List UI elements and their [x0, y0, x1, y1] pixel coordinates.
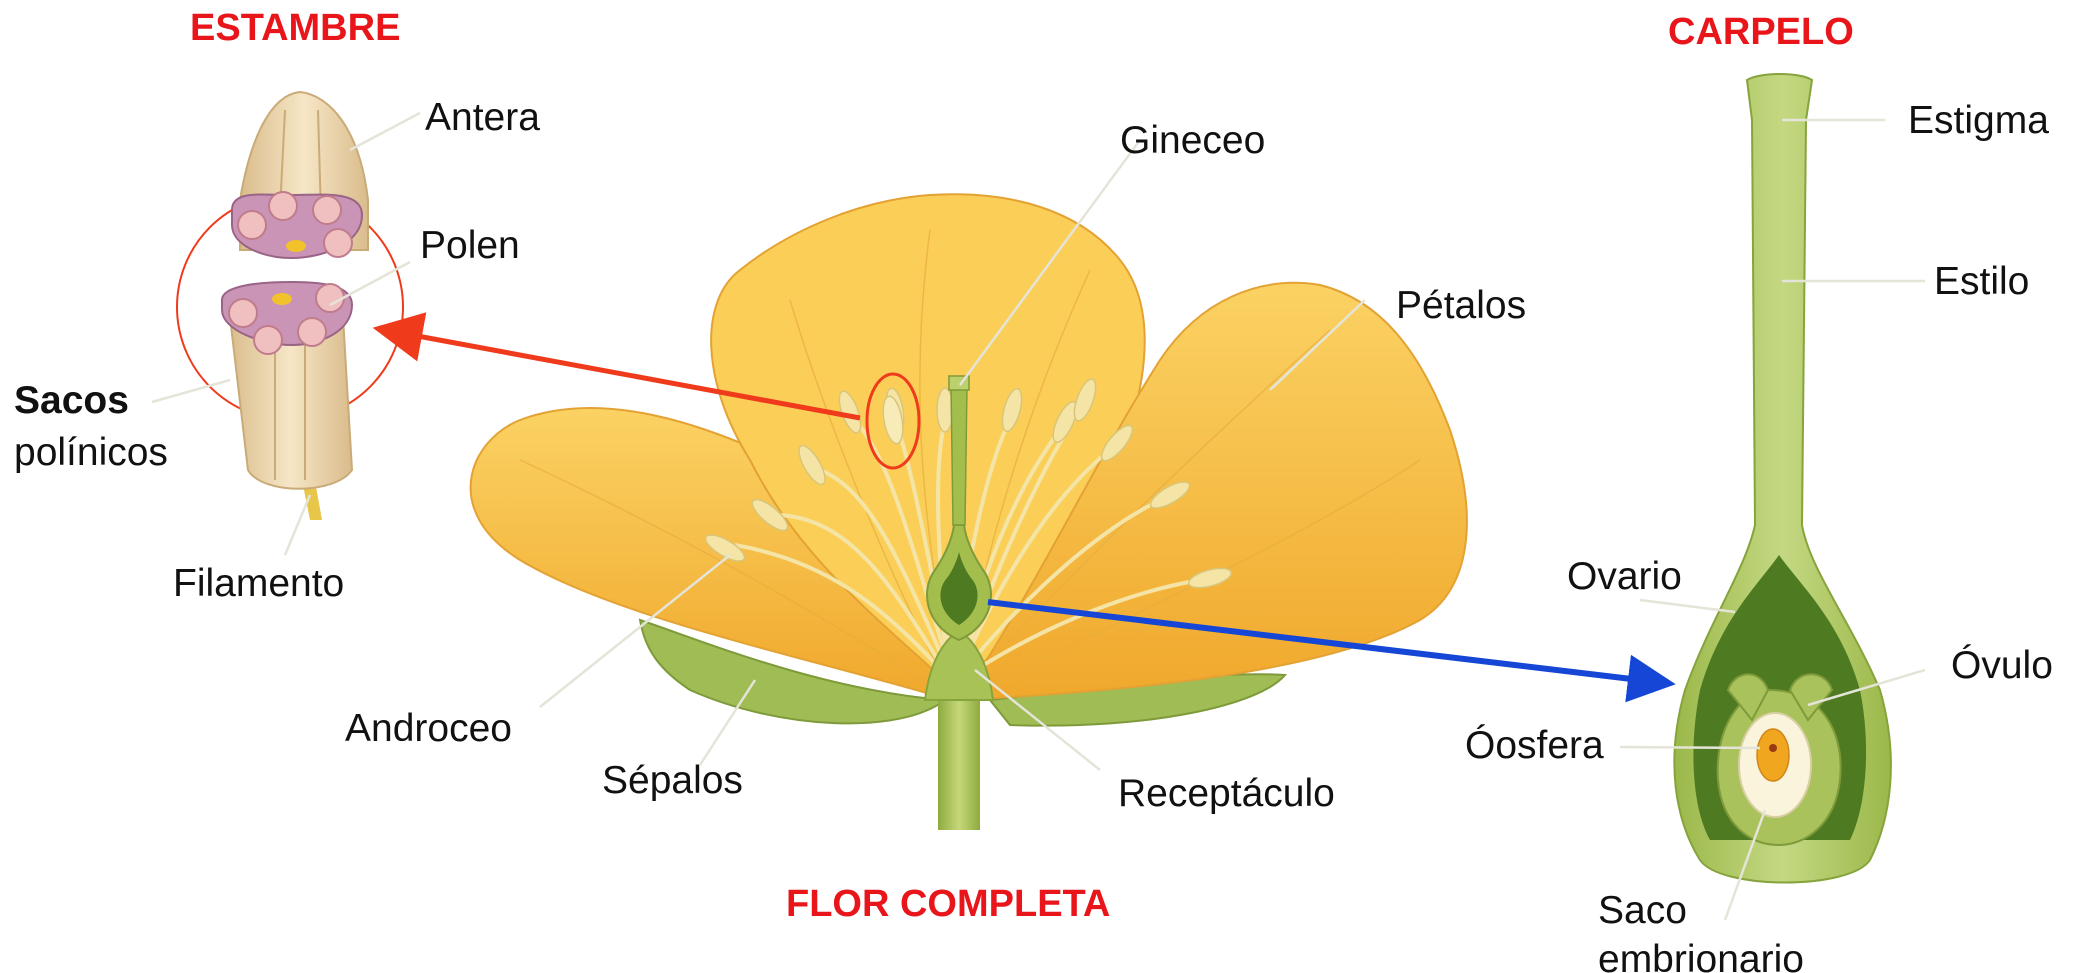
label-ovario: Ovario [1567, 555, 1682, 598]
label-polen: Polen [420, 224, 520, 267]
label-petalos: Pétalos [1396, 284, 1526, 327]
egg-cell [1757, 729, 1789, 781]
stamen-title: ESTAMBRE [190, 7, 400, 49]
label-estigma: Estigma [1908, 99, 2049, 142]
label-sacos-rest: polínicos [14, 431, 168, 474]
stamen-detail [177, 92, 403, 520]
label-antera: Antera [425, 96, 540, 139]
label-oosfera: Óosfera [1465, 724, 1604, 767]
connective-upper [286, 240, 306, 252]
label-ovulo: Óvulo [1951, 644, 2053, 687]
connective-lower [272, 293, 292, 305]
label-androceo: Androceo [345, 707, 512, 750]
label-estilo: Estilo [1934, 260, 2029, 303]
label-saco-line2: embrionario [1598, 938, 1804, 973]
label-filamento: Filamento [173, 562, 344, 605]
complete-flower [471, 194, 1467, 830]
label-gineceo: Gineceo [1120, 119, 1265, 162]
stem [938, 690, 980, 830]
carpel-detail [1674, 74, 1891, 883]
label-sepalos: Sépalos [602, 759, 743, 802]
flower-title: FLOR COMPLETA [786, 883, 1110, 925]
egg-nucleus [1769, 744, 1777, 752]
carpel-title: CARPELO [1668, 11, 1854, 53]
label-saco-line1: Saco [1598, 889, 1687, 932]
pistil-style [951, 385, 967, 525]
label-sacos-bold: Sacos [14, 379, 129, 422]
label-receptaculo: Receptáculo [1118, 772, 1335, 815]
